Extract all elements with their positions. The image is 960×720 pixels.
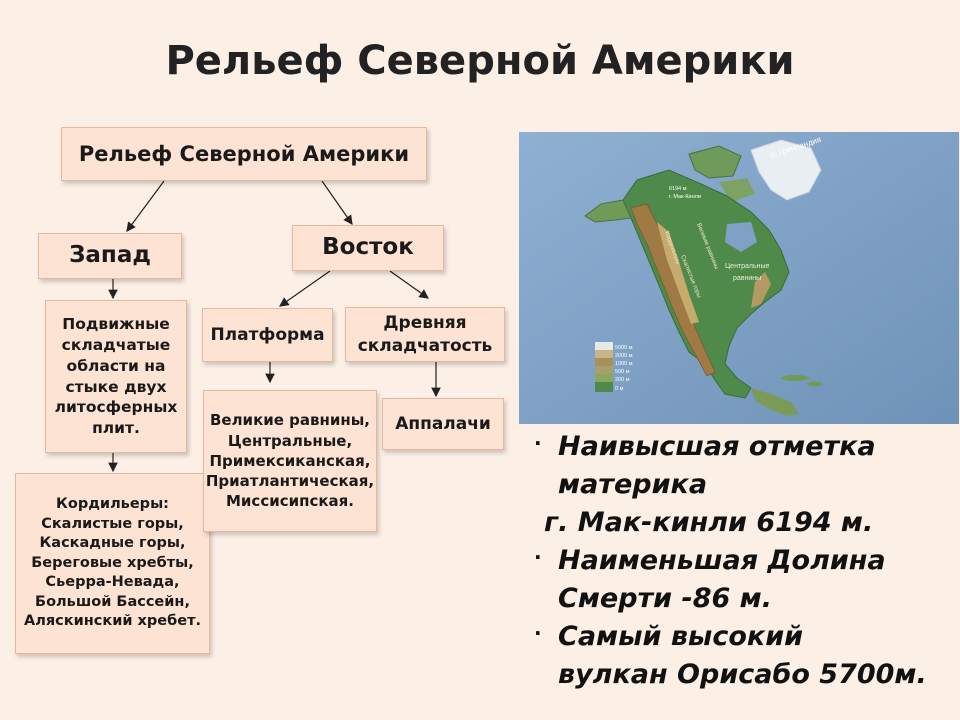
alaska-shape	[584, 199, 632, 223]
west-desc-line: стыке двух	[65, 377, 167, 396]
cordillera-line: Скалистые горы,	[41, 515, 184, 532]
cordillera-line: Большой Бассейн,	[35, 593, 190, 610]
platform-label: Платформа	[210, 324, 325, 345]
map-label-mckinley: г. Мак-Кинли	[669, 194, 701, 200]
arrow-east-platform	[279, 270, 331, 307]
map-label-central: Центральные	[725, 263, 770, 270]
appalachians-label: Аппалачи	[395, 413, 491, 434]
plains-line: Великие равнины,	[209, 411, 371, 430]
east-label: Восток	[322, 234, 414, 261]
cordillera-line: Кордильеры:	[56, 496, 169, 513]
legend-label: 500 м	[615, 369, 630, 375]
fact-line: вулкан Орисабо 5700м.	[558, 659, 927, 690]
bullet-icon: ·	[534, 621, 542, 645]
ancient-label-line: складчатость	[357, 335, 493, 356]
platform-box: Платформа	[202, 308, 333, 362]
cordillera-line: Береговые хребты,	[31, 554, 194, 571]
fact-line: Самый высокий	[558, 621, 804, 652]
hudson-bay-shape	[725, 222, 757, 252]
plains-line: Миссисипская.	[225, 492, 355, 511]
relief-map: 5000 м 2000 м 1000 м 500 м 200 м 0 м о. …	[519, 132, 959, 424]
legend-label: 2000 м	[615, 353, 633, 359]
ancient-label-line: Древняя	[383, 312, 467, 333]
east-box: Восток	[292, 225, 444, 271]
west-desc-line: литосферных	[54, 398, 178, 417]
map-label-elevation: 6194 м	[669, 186, 687, 192]
fact-highest-point: · Наивысшая отметка материка	[534, 428, 954, 504]
bullet-icon: ·	[534, 431, 542, 455]
legend-label: 5000 м	[615, 345, 633, 351]
north-america-map-image: 5000 м 2000 м 1000 м 500 м 200 м 0 м о. …	[519, 132, 959, 424]
page-title: Рельеф Северной Америки	[165, 38, 795, 84]
cordillera-line: Аляскинский хребет.	[23, 613, 201, 630]
plains-line: Центральные,	[227, 431, 353, 450]
facts-list: · Наивысшая отметка материка г. Мак-кинл…	[534, 428, 954, 694]
legend-label: 1000 м	[615, 361, 633, 367]
fact-lowest-point: · Наименьшая Долина Смерти -86 м.	[534, 542, 954, 618]
west-desc-line: складчатые	[61, 335, 171, 354]
fact-line: г. Мак-кинли 6194 м.	[544, 507, 874, 538]
west-desc-line: плит.	[92, 419, 140, 438]
west-desc-line: области на	[66, 356, 166, 375]
ancient-folding-box: Древняя складчатость	[345, 307, 505, 362]
elevation-legend: 5000 м 2000 м 1000 м 500 м 200 м 0 м	[595, 342, 633, 392]
arrow-root-west	[126, 180, 165, 232]
fact-highest-volcano: · Самый высокий вулкан Орисабо 5700м.	[534, 618, 954, 694]
cordillera-line: Каскадные горы,	[39, 535, 186, 552]
plains-line: Примексиканская,	[209, 451, 371, 470]
root-box: Рельеф Северной Америки	[61, 127, 427, 181]
fact-line: материка	[558, 469, 708, 500]
west-label: Запад	[69, 242, 151, 269]
cordillera-box: Кордильеры: Скалистые горы, Каскадные го…	[15, 473, 210, 654]
legend-label: 0 м	[615, 386, 624, 392]
fact-line: Смерти -86 м.	[558, 583, 772, 614]
west-box: Запад	[38, 233, 182, 279]
west-desc-line: Подвижные	[62, 314, 170, 333]
plains-line: Приатлантическая,	[205, 472, 375, 491]
west-description-box: Подвижные складчатые области на стыке дв…	[45, 300, 187, 453]
root-label: Рельеф Северной Америки	[78, 141, 410, 166]
bullet-icon: ·	[534, 545, 542, 569]
plains-box: Великие равнины, Центральные, Примексика…	[203, 390, 377, 532]
central-america-shape	[751, 388, 799, 416]
legend-label: 200 м	[615, 377, 630, 383]
map-label-plains: равнины	[733, 275, 761, 282]
fact-line: Наивысшая отметка	[558, 431, 876, 462]
greenland-shape	[750, 139, 822, 201]
cordillera-line: Сьерра-Невада,	[45, 574, 180, 591]
fact-line: Наименьшая Долина	[558, 545, 886, 576]
appalachians-box: Аппалачи	[382, 398, 504, 450]
arctic-islands-shape	[688, 145, 742, 179]
arrow-east-ancient	[389, 270, 429, 299]
arrow-root-east	[321, 180, 353, 225]
appalachians-shape	[751, 272, 771, 308]
